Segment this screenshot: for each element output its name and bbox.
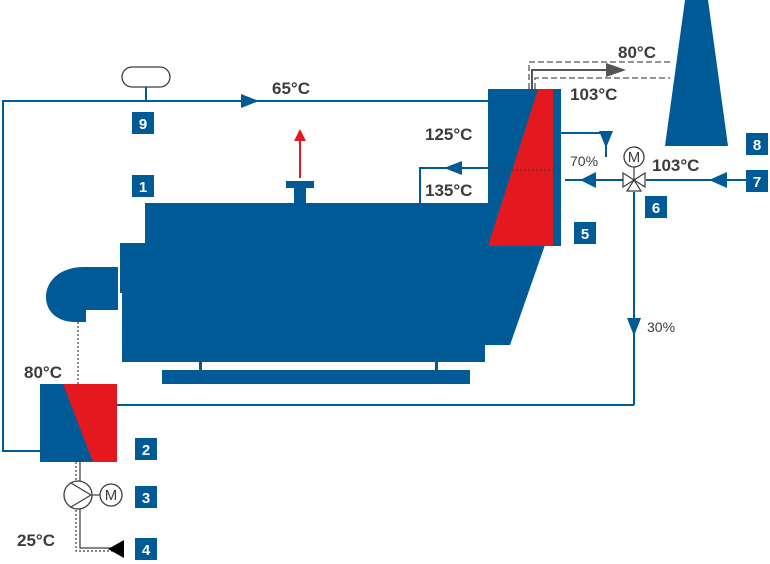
temp-in-125: 125°C — [425, 125, 472, 144]
economizer-hot-section — [488, 89, 553, 246]
badge-9-label: 9 — [139, 116, 147, 133]
steam-flange — [286, 181, 314, 188]
valve-left — [622, 171, 636, 189]
preheater-hot-section — [63, 384, 117, 462]
badge-7 — [746, 170, 768, 192]
valve-bottom — [625, 178, 643, 192]
boiler — [46, 181, 545, 384]
badge-1-label: 1 — [139, 179, 147, 196]
arrow-return-top — [241, 94, 259, 108]
temp-flue-out: 80°C — [618, 43, 656, 62]
pump-line-top — [70, 482, 92, 496]
badge-3 — [135, 486, 157, 508]
badge-4 — [135, 538, 157, 560]
arrow-to-135 — [444, 161, 462, 175]
temp-mix-in: 103°C — [652, 156, 699, 175]
boiler-leg-left — [199, 360, 202, 372]
percent-labels: 70% 30% — [570, 153, 675, 335]
badge-5-label: 5 — [581, 226, 589, 243]
expansion-tank — [121, 66, 171, 88]
burner — [46, 267, 118, 322]
badge-7-label: 7 — [753, 174, 761, 191]
temp-pre-out: 80°C — [24, 363, 62, 382]
pump-line-bottom — [70, 494, 92, 508]
arrow-inlet-7 — [709, 172, 727, 188]
temp-feed: 25°C — [17, 531, 55, 550]
flue-dashed-inner — [534, 77, 670, 89]
boiler-outlet-pipe — [419, 167, 488, 205]
number-badges: 9 1 5 6 8 7 2 3 4 — [132, 112, 768, 560]
boiler-base — [162, 370, 470, 384]
badge-2-label: 2 — [142, 442, 150, 459]
temp-in-135: 135°C — [425, 181, 472, 200]
temperature-labels: 65°C 80°C 103°C 125°C 135°C 103°C 80°C 2… — [17, 43, 699, 550]
arrow-into-economizer — [580, 172, 596, 188]
arrow-bypass-down — [627, 318, 641, 336]
steam-arrow — [294, 129, 306, 178]
pump-motor-circle — [99, 483, 123, 507]
temp-return-top: 65°C — [272, 79, 310, 98]
badge-8-label: 8 — [753, 137, 761, 154]
flue-solid — [531, 69, 612, 89]
valve-motor-circle — [623, 146, 645, 168]
boiler-front-plate — [120, 243, 146, 293]
badge-8 — [746, 133, 768, 155]
percent-bypass: 30% — [647, 319, 675, 335]
badge-1 — [132, 175, 154, 197]
flow-arrows — [241, 94, 727, 336]
pump: M — [63, 480, 123, 510]
economizer — [488, 89, 561, 246]
mixing-valve: M — [622, 146, 646, 192]
preheater — [40, 384, 117, 462]
flue-arrow-head — [606, 63, 626, 77]
flue-gas-path — [528, 61, 670, 89]
percent-to-eco: 70% — [570, 153, 598, 169]
temp-eco-out: 103°C — [570, 85, 617, 104]
badge-5 — [574, 222, 596, 244]
boiler-leg-right — [435, 360, 438, 372]
pump-motor-label: M — [105, 487, 118, 504]
steam-nozzle — [294, 185, 306, 205]
badge-6 — [645, 196, 667, 218]
arrow-down-economizer — [599, 131, 613, 148]
feed-inlet-arrow — [108, 540, 124, 558]
valve-right — [632, 171, 646, 189]
pump-circle — [63, 480, 93, 510]
badge-4-label: 4 — [142, 542, 151, 559]
valve-motor-label: M — [628, 149, 641, 166]
badge-2 — [135, 438, 157, 460]
chimney — [665, 0, 728, 146]
flue-dashed-outer — [528, 61, 670, 89]
badge-6-label: 6 — [652, 200, 660, 217]
badge-9 — [132, 112, 154, 134]
badge-3-label: 3 — [142, 490, 150, 507]
boiler-body — [122, 203, 545, 362]
steam-arrow-head — [294, 129, 306, 141]
